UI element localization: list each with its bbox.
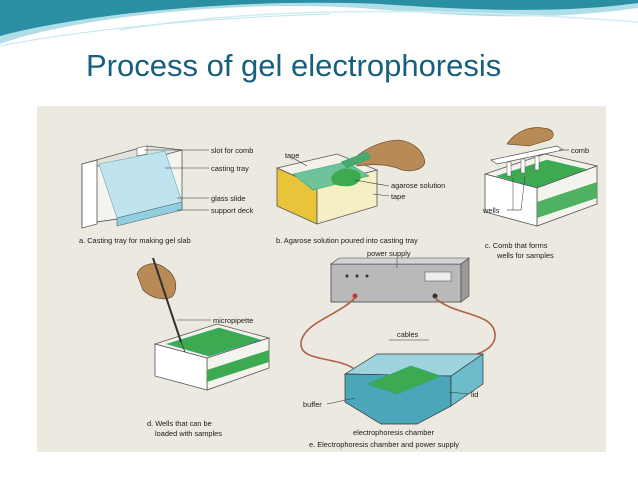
label-buffer: buffer xyxy=(303,400,322,409)
label-wells: wells xyxy=(482,206,500,215)
caption-c-line1: c. Comb that forms xyxy=(485,241,548,250)
panel-e-chamber xyxy=(300,257,496,425)
caption-a: a. Casting tray for making gel slab xyxy=(79,236,191,245)
caption-d-line1: d. Wells that can be xyxy=(147,419,212,428)
panel-b-agarose-pour xyxy=(275,139,426,225)
label-glass-slide: glass slide xyxy=(211,194,246,203)
label-electrophoresis-chamber: electrophoresis chamber xyxy=(353,428,434,437)
header-wave-decoration xyxy=(0,0,638,47)
label-comb: comb xyxy=(571,146,589,155)
label-support-deck: support deck xyxy=(211,206,254,215)
label-cables: cables xyxy=(397,330,419,339)
slide-title: Process of gel electrophoresis xyxy=(86,48,502,83)
panel-a-casting-tray xyxy=(81,145,209,229)
panel-c-comb xyxy=(483,127,599,227)
electrophoresis-figure: slot for comb casting tray glass slide s… xyxy=(37,106,606,452)
label-casting-tray: casting tray xyxy=(211,164,249,173)
label-power-supply: power supply xyxy=(367,249,411,258)
label-micropipette: micropipette xyxy=(213,316,253,325)
label-slot-for-comb: slot for comb xyxy=(211,146,253,155)
caption-d-line2: loaded with samples xyxy=(155,429,222,438)
label-agarose-solution: agarose solution xyxy=(391,181,445,190)
panel-d-loading xyxy=(136,257,271,391)
caption-e: e. Electrophoresis chamber and power sup… xyxy=(309,440,459,449)
label-tape-right: tape xyxy=(391,192,405,201)
label-lid: lid xyxy=(471,390,478,399)
caption-b: b. Agarose solution poured into casting … xyxy=(276,236,418,245)
label-tape-left: tape xyxy=(285,151,299,160)
caption-c-line2: wells for samples xyxy=(496,251,554,260)
